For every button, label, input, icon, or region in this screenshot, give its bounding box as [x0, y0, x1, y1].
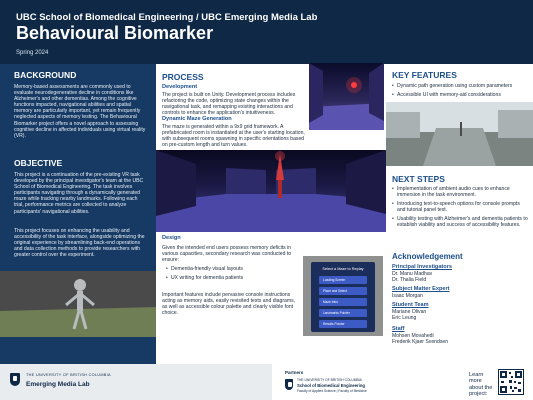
ack-sme-name: Isaac Morgan [392, 293, 423, 299]
ack-student-title: Student Team [392, 302, 429, 308]
ack-principal-name: Dr. Thalia Field [392, 277, 427, 283]
footer-unit: Emerging Media Lab [26, 381, 90, 388]
menu-panel: Select a Maze to Replay Loading Screen P… [311, 262, 375, 332]
key-feature-bullet: Accessible UI with memory-aid considerat… [392, 92, 528, 98]
menu-screenshot: Select a Maze to Replay Loading Screen P… [303, 256, 383, 336]
next-steps-heading: NEXT STEPS [392, 174, 445, 184]
design-heading: Design [162, 235, 181, 241]
ack-principal-name: Dr. Manu Madhav [392, 271, 433, 277]
footer-partner-university: THE UNIVERSITY OF BRITISH COLUMBIA [297, 378, 362, 382]
vr-scene-screenshot [156, 150, 386, 232]
qr-code-pattern [500, 371, 522, 393]
objective-heading: OBJECTIVE [14, 158, 63, 168]
character-illustration [0, 271, 156, 337]
next-step-bullet: Implementation of ambient audio cues to … [392, 186, 528, 198]
ack-staff-name: Mohsen Movahedi [392, 333, 434, 339]
background-heading: BACKGROUND [14, 70, 77, 80]
objective-text-1: This project is a continuation of the pr… [14, 172, 144, 215]
ack-staff-title: Staff [392, 326, 405, 332]
qr-code-icon[interactable] [498, 369, 524, 395]
character-render-screenshot [0, 271, 156, 337]
menu-item[interactable]: Results Pointer [319, 320, 367, 328]
menu-item[interactable]: Loading Screen [319, 276, 367, 284]
street-illustration [386, 102, 533, 166]
ack-staff-name: Frederik Kjaer Svendsen [392, 339, 449, 345]
ack-sme-title: Subject Matter Expert [392, 286, 450, 292]
poster-supertitle: UBC School of Biomedical Engineering / U… [16, 12, 318, 23]
objective-text-2: This project focuses on enhancing the us… [14, 228, 145, 259]
acknowledgement-heading: Acknowledgement [392, 252, 463, 261]
maze-illustration [309, 63, 384, 130]
development-heading: Development [162, 84, 198, 90]
maze-screenshot [309, 63, 384, 130]
development-text: The project is built on Unity. Developme… [162, 92, 296, 117]
footer-learn-more: Learn more about the project: [469, 372, 493, 398]
ack-principal-title: Principal Investigators [392, 264, 452, 270]
design-bullet: UX writing for dementia patients [166, 275, 296, 281]
footer-partners-label: Partners [285, 370, 304, 375]
key-features-bullets: Dynamic path generation using custom par… [392, 83, 528, 101]
process-heading: PROCESS [162, 72, 204, 82]
design-bullet: Dementia-friendly visual layouts [166, 266, 296, 272]
ubc-crest-icon [10, 373, 20, 386]
ack-student-name: Eric Leung [392, 315, 417, 321]
menu-item[interactable]: Maze Intro [319, 298, 367, 306]
footer-partner-faculty: Faculty of Applied Science | Faculty of … [297, 389, 367, 393]
ack-student-name: Mariane Olivan [392, 309, 427, 315]
poster-footer: THE UNIVERSITY OF BRITISH COLUMBIA Emerg… [0, 364, 533, 400]
next-steps-bullets: Implementation of ambient audio cues to … [392, 186, 528, 232]
poster-title: Behavioural Biomarker [16, 23, 214, 43]
footer-university: THE UNIVERSITY OF BRITISH COLUMBIA [26, 373, 111, 377]
vr-scene-illustration [156, 150, 386, 232]
poster-header: UBC School of Biomedical Engineering / U… [0, 0, 533, 64]
maze-heading: Dynamic Maze Generation [162, 116, 232, 122]
key-feature-bullet: Dynamic path generation using custom par… [392, 83, 528, 89]
design-intro: Given the intended end users possess mem… [162, 245, 292, 264]
menu-item[interactable]: Place and Select [319, 287, 367, 295]
menu-item[interactable]: Landmarks Pointer [319, 309, 367, 317]
footer-partner-school: School of Biomedical Engineering [297, 383, 365, 388]
next-step-bullet: Usability testing with Alzheimer's and d… [392, 216, 528, 228]
key-features-heading: KEY FEATURES [392, 70, 457, 80]
menu-title: Select a Maze to Replay [322, 267, 364, 271]
maze-text: The maze is generated within a 9x9 grid … [162, 124, 305, 149]
design-bullets: Dementia-friendly visual layouts UX writ… [166, 266, 296, 284]
background-text: Memory-based assessments are commonly us… [14, 84, 146, 139]
partner-crest-icon [285, 379, 293, 390]
poster-date: Spring 2024 [16, 50, 49, 56]
street-scene-screenshot [386, 102, 533, 166]
next-step-bullet: Introducing text-to-speech options for c… [392, 201, 528, 213]
footer-ubc-block: THE UNIVERSITY OF BRITISH COLUMBIA Emerg… [0, 364, 272, 400]
design-outro: Important features include pervasive con… [162, 292, 296, 317]
